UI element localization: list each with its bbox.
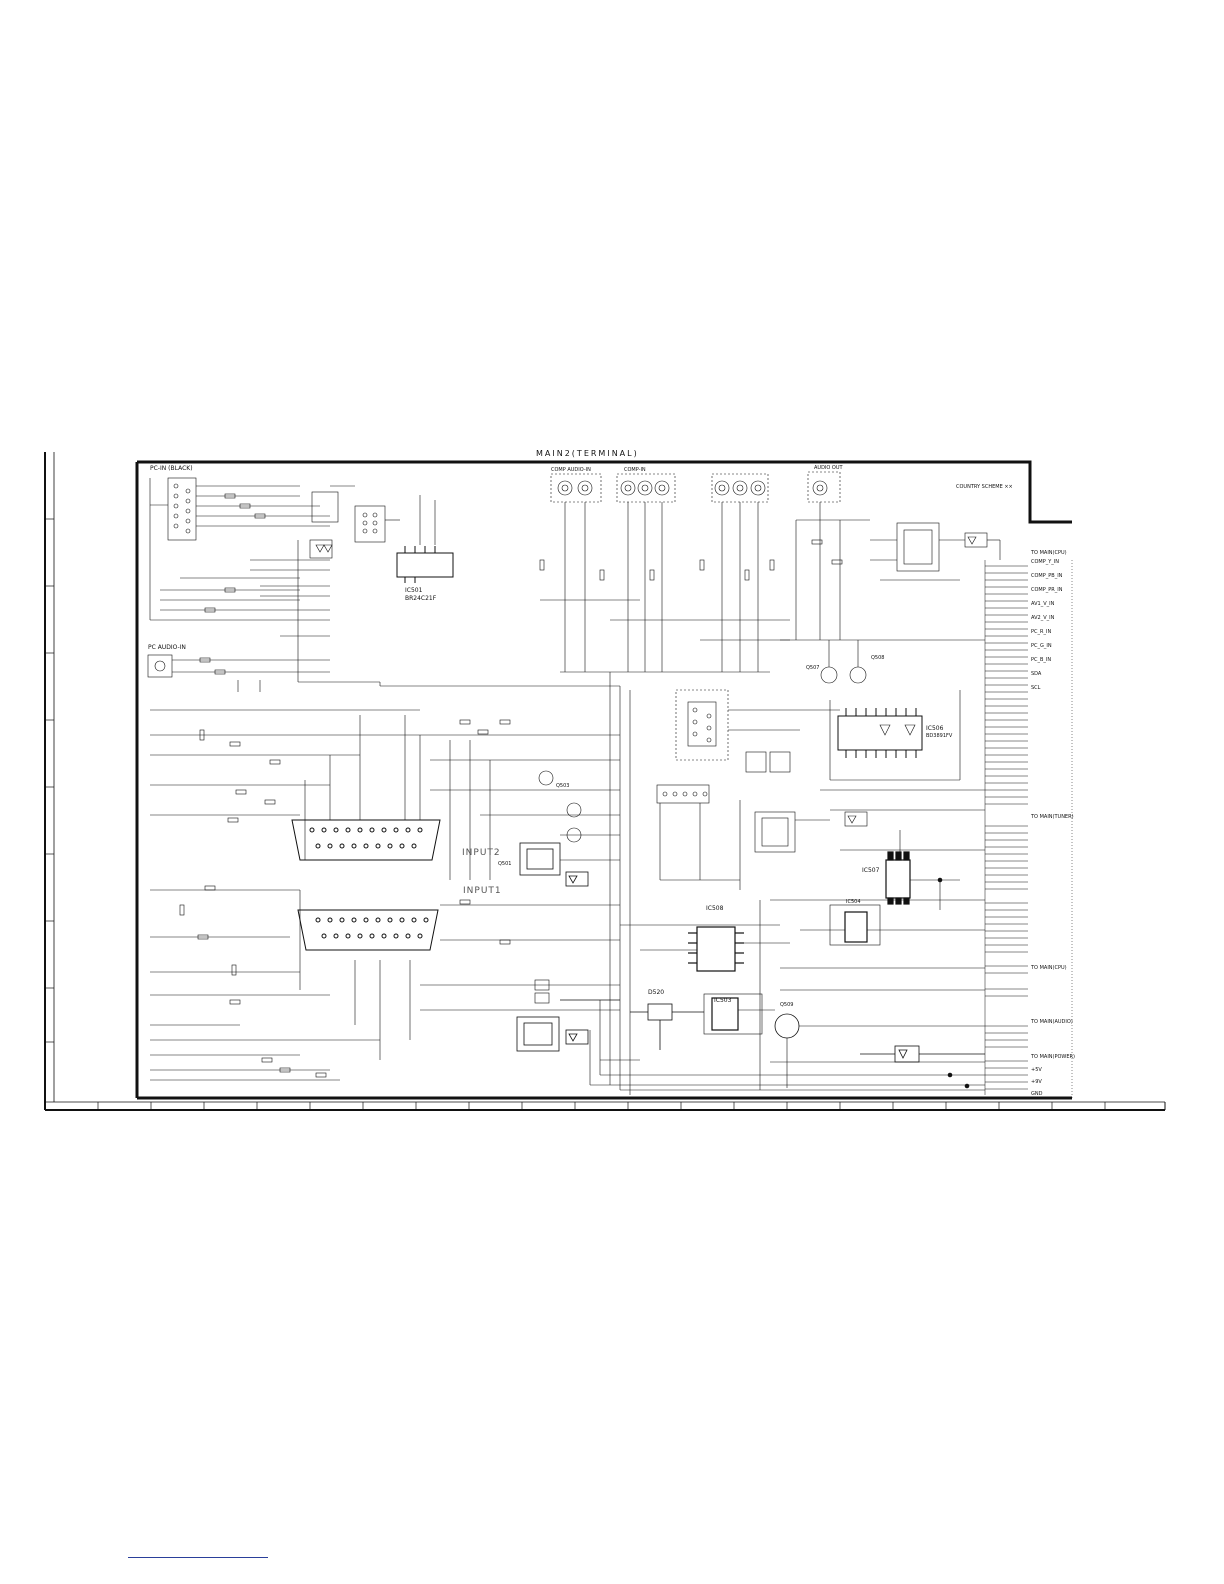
q501-label: Q501: [498, 861, 512, 867]
ic506-label: IC506: [926, 725, 944, 732]
signal-label: COMP_Y_IN: [1031, 559, 1060, 565]
ic503-label: IC503: [714, 997, 732, 1004]
comp-in-label: COMP-IN: [624, 467, 646, 473]
to-main-power: TO MAIN(POWER): [1031, 1054, 1075, 1060]
input1-connector: [297, 909, 439, 951]
to-main-cpu-2: TO MAIN(CPU): [1031, 965, 1067, 971]
ic504-label: IC504: [846, 899, 861, 905]
signal-label: PC_G_IN: [1031, 643, 1052, 649]
ic501-part-label: BR24C21F: [405, 595, 437, 602]
pc-in-label: PC-IN (BLACK): [150, 465, 193, 472]
center-ic-cluster: [609, 672, 985, 1095]
ic506-part-label: BD3891FV: [926, 733, 953, 739]
pc-audio-in-block: [147, 654, 620, 692]
comp-audio-in-label: COMP AUDIO-IN: [551, 467, 591, 473]
d520-label: D520: [648, 989, 665, 996]
input2-block: [150, 709, 620, 880]
ic506-chip: [829, 690, 961, 781]
to-main-audio: TO MAIN(AUDIO): [1031, 1019, 1073, 1025]
input1-ic: [516, 999, 620, 1052]
signal-label: PC_B_IN: [1031, 657, 1052, 663]
input1-block: [150, 885, 620, 1081]
q509-label: Q509: [780, 1002, 794, 1008]
signal-label: +9V: [1031, 1079, 1042, 1085]
ic508-label: IC508: [706, 905, 724, 912]
signal-label: +5V: [1031, 1067, 1042, 1073]
bottom-right-diode: [860, 1045, 985, 1063]
signal-label: GND: [1031, 1091, 1043, 1097]
country-scheme-label: COUNTRY SCHEME ××: [956, 484, 1013, 490]
q503-label: Q503: [556, 783, 570, 789]
outer-frame: [44, 452, 1166, 1111]
q507-label: Q507: [806, 665, 820, 671]
right-connector-ladder: [984, 560, 1073, 1098]
signal-label: COMP_PR_IN: [1031, 587, 1063, 593]
ic507-chip: [885, 830, 960, 910]
signal-label: AV1_V_IN: [1031, 601, 1055, 607]
signal-label: AV2_V_IN: [1031, 615, 1055, 621]
signal-label: COMP_PB_IN: [1031, 573, 1063, 579]
bottom-buses: [589, 639, 985, 1091]
signal-label: SDA: [1031, 671, 1042, 677]
d520-regulator: [630, 1003, 704, 1050]
ic503-chip: [703, 993, 985, 1088]
signal-label: PC_R_IN: [1031, 629, 1052, 635]
sheet-title: MAIN2(TERMINAL): [536, 449, 639, 458]
comp-jacks: [539, 471, 841, 673]
pc-audio-in-label: PC AUDIO-IN: [148, 644, 186, 651]
audio-out-label: AUDIO OUT: [814, 465, 843, 471]
input2-label: INPUT2: [462, 848, 501, 858]
ic508-chip: [620, 900, 790, 1090]
input2-ic: [519, 842, 589, 887]
pcb-border: [135, 460, 1072, 1100]
to-main-tuner: TO MAIN(TUNER): [1031, 814, 1074, 820]
footer-link-underline: [128, 1557, 268, 1558]
signal-label: SCL: [1031, 685, 1041, 691]
pc-in-block: [149, 477, 436, 683]
q508-label: Q508: [871, 655, 885, 661]
input1-label: INPUT1: [463, 886, 502, 896]
ic501-package: [396, 546, 454, 583]
ic501-label: IC501: [405, 587, 423, 594]
zone-ticks: [45, 518, 1106, 1110]
audio-out-section: [795, 519, 1001, 684]
to-main-cpu-1: TO MAIN(CPU): [1031, 550, 1067, 556]
ic504-chip: [800, 904, 985, 946]
ic507-label: IC507: [862, 867, 880, 874]
input2-connector: [291, 819, 441, 861]
